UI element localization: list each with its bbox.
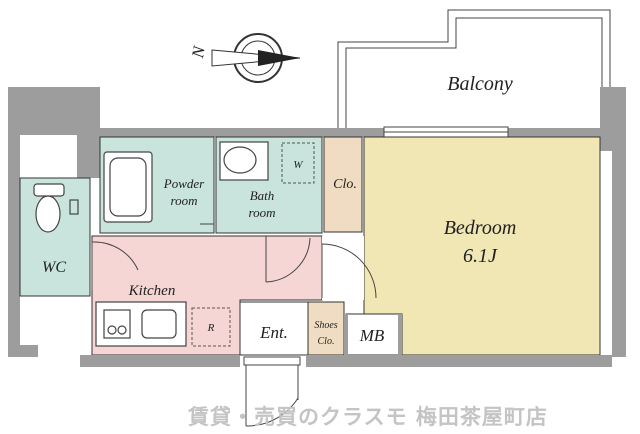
shoes-label: Shoes xyxy=(314,320,337,331)
kitchen-label: Kitchen xyxy=(128,283,176,299)
bottom-walls xyxy=(80,314,612,367)
bedroom-area xyxy=(363,136,601,356)
bedroom-label: Bedroom xyxy=(444,217,517,239)
shoes-closet-label: Clo. xyxy=(318,336,335,347)
bath-label: Bath xyxy=(250,188,275,203)
mb-area xyxy=(345,313,403,356)
mb-label: MB xyxy=(359,326,385,345)
fridge-space xyxy=(191,307,231,347)
entrance-label: Ent. xyxy=(259,323,288,342)
kitchen-counter xyxy=(95,301,187,347)
powder-label: Powder xyxy=(163,176,205,191)
corridor-area xyxy=(322,236,364,300)
entrance-door xyxy=(243,356,301,427)
bathtub xyxy=(103,151,153,223)
compass-north-label: N xyxy=(188,43,209,60)
washer-space xyxy=(281,142,315,184)
bedroom-size-label: 6.1J xyxy=(463,245,498,267)
closet-label: Clo. xyxy=(333,177,357,192)
balcony-outline xyxy=(337,9,611,130)
fridge-label: R xyxy=(207,322,215,334)
entrance-area xyxy=(239,301,309,356)
bedroom-window xyxy=(383,126,509,138)
toilet xyxy=(33,183,79,233)
wc-area xyxy=(19,177,91,297)
structural-walls xyxy=(8,87,626,357)
washer-label: W xyxy=(293,159,303,171)
watermark-text: 賃貸・売買のクラスモ 梅田茶屋町店 xyxy=(188,405,548,429)
interior-doors xyxy=(91,223,377,299)
bath-room-label: room xyxy=(249,205,276,220)
compass xyxy=(211,33,301,83)
shoes-closet-area xyxy=(307,301,345,356)
vanity-sink xyxy=(219,141,269,181)
closet-area xyxy=(323,136,363,233)
balcony-label: Balcony xyxy=(447,73,513,95)
powder-room-label: room xyxy=(171,193,198,208)
wc-label: WC xyxy=(42,259,66,276)
